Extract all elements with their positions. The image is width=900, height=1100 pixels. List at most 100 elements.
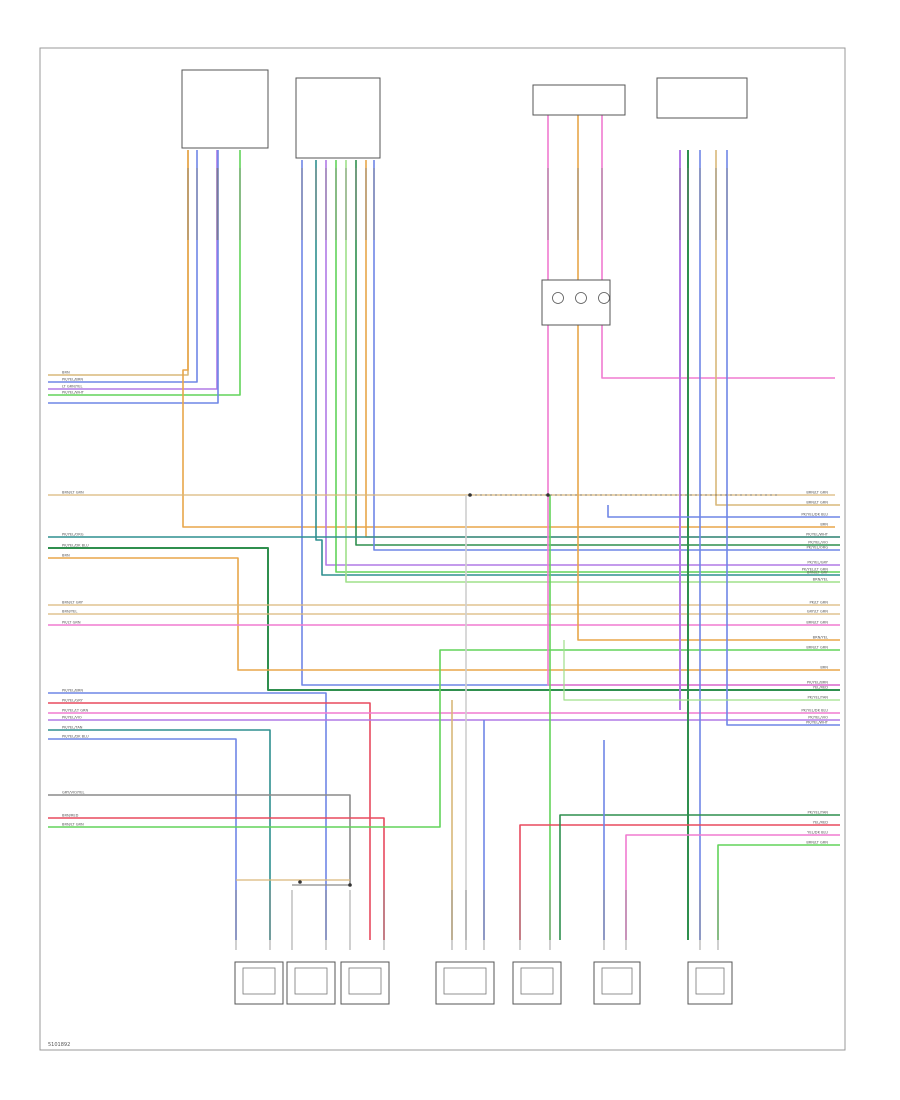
sensor-element [520, 967, 554, 995]
module-wire [563, 640, 840, 701]
brn-trunk-wire [182, 150, 835, 528]
harness-wire [48, 649, 840, 828]
left-edge-label: PK/YEL/BRN [62, 689, 83, 693]
clockspring-pin [575, 292, 587, 304]
left-edge-label: LT GRN/YEL [62, 385, 83, 389]
harness-wire [48, 729, 271, 940]
module-wire [335, 160, 840, 573]
left-edge-label: PK/YEL/ORG [62, 533, 84, 537]
module-wire [315, 160, 840, 576]
sensor-wire [717, 844, 840, 940]
footer-code: 5101892 [48, 1042, 70, 1048]
left-edge-label: PK/YEL/DK BLU [62, 735, 89, 739]
left-edge-label: BRN/YEL [62, 610, 77, 614]
module-wire [607, 505, 840, 518]
left-edge-label: PK/YEL/TAN [62, 726, 83, 730]
right-edge-label: BRN [820, 523, 828, 527]
left-edge-label: PK/YEL/LT GRN [62, 709, 89, 713]
module-wire [373, 160, 840, 551]
module-wire [355, 160, 840, 546]
right-edge-label: PK/YEL/GRY [807, 561, 828, 565]
left-edge-label: PK/YEL/WHT [62, 391, 85, 395]
left-edge-label: PK/LT GRN [62, 621, 81, 625]
right-edge-label: BRN/LT GRY [807, 571, 829, 575]
left-harness-wire [48, 150, 198, 383]
left-edge-label: PK/YEL/GRY [62, 699, 83, 703]
right-edge-label: PK/YEL/TAN [808, 811, 829, 815]
left-edge-label: BRN/RED [62, 814, 79, 818]
module-wire [365, 160, 840, 538]
right-edge-label: PK/YEL/VIO [808, 716, 828, 720]
left-edge-label: BRN/LT GRN [62, 491, 84, 495]
speed-control-wire [601, 115, 835, 379]
harness-wire [48, 794, 351, 885]
sensor-wire [625, 834, 840, 940]
left-edge-label: BRN/LT GRN [62, 823, 84, 827]
splice-dot [348, 883, 352, 887]
left-edge-label: PK/YEL/DK BLU [62, 544, 89, 548]
temperature-sensor [435, 961, 495, 1005]
right-edge-label: PK/YEL/DK BLU [801, 513, 828, 517]
splice-dot [298, 880, 302, 884]
clockspring-pin [598, 292, 610, 304]
left-harness-wire [48, 150, 241, 396]
speed-control-switch [532, 84, 626, 116]
speed-control-wire [547, 115, 840, 686]
sensor-element [242, 967, 276, 995]
right-edge-label: BRN/YEL [813, 636, 828, 640]
splice-dot [468, 493, 472, 497]
sensor-element [348, 967, 382, 995]
sensor-wire [559, 814, 840, 940]
sensor-wire [519, 824, 840, 940]
module-wire [301, 160, 840, 686]
module-wire [726, 150, 840, 726]
right-edge-label: BRN/LT GRN [806, 646, 828, 650]
sensor-element [601, 967, 633, 995]
module-wire [345, 160, 840, 583]
top-center-module-connector [295, 77, 381, 159]
harness-wire [48, 547, 840, 691]
left-edge-label: PK/YEL/VIO [62, 716, 82, 720]
splice-dot [546, 493, 550, 497]
harness-wire [48, 817, 385, 940]
left-edge-label: BRN [62, 554, 70, 558]
diagram-frame [39, 47, 846, 1051]
harness-wire [48, 702, 371, 940]
right-edge-label: PK/YEL/WHT [806, 721, 829, 725]
left-edge-label: BRN/LT GRY [62, 601, 84, 605]
module-wire [715, 150, 840, 506]
left-harness-wire [48, 150, 189, 376]
right-edge-label: PK/YEL/VIO [808, 541, 828, 545]
left-edge-label: GRY/VIO/YEL [62, 791, 84, 795]
right-edge-label: BRN/YEL [813, 578, 828, 582]
right-edge-label: BRN/LT GRN [806, 491, 828, 495]
left-edge-label: PK/YEL/BRN [62, 378, 83, 382]
right-edge-label: YEL/RED [813, 821, 828, 825]
left-edge-label: BRN [62, 371, 70, 375]
sensor-element [294, 967, 328, 995]
right-edge-label: PK/YEL/WHT [806, 533, 829, 537]
right-edge-label: BRN/LT GRN [806, 621, 828, 625]
right-edge-label: PK/YEL/ORG [806, 546, 828, 550]
right-edge-label: BRN/LT GRN [806, 841, 828, 845]
right-edge-label: PK/YEL/DK BLU [801, 709, 828, 713]
right-edge-label: GRY/LT GRN [807, 610, 829, 614]
right-edge-label: PK/YEL/LT GRN [802, 568, 829, 572]
clockspring-connector [541, 279, 611, 326]
right-edge-label: BRN/LT GRN [806, 501, 828, 505]
label-layer: BRN PK/YEL/BRN LT GRN/YEL PK/YEL/WHT BRN/LT … [62, 168, 829, 950]
harness-wire [48, 692, 327, 940]
right-edge-label: YEL/RED [813, 686, 828, 690]
yaw-rate-sensor [687, 961, 733, 1005]
left-harness-wire [48, 150, 218, 390]
right-edge-label: PK/YEL/TAN [808, 696, 829, 700]
right-edge-label: PK/YEL/BRN [807, 681, 828, 685]
top-left-module-connector [181, 69, 269, 149]
left-harness-wire [48, 150, 219, 404]
harness-wire [48, 738, 237, 940]
component-layer [181, 69, 748, 1005]
clockspring-pin [552, 292, 564, 304]
right-edge-label: PK/LT GRN [809, 601, 828, 605]
right-edge-label: YEL/DK BLU [807, 831, 828, 835]
